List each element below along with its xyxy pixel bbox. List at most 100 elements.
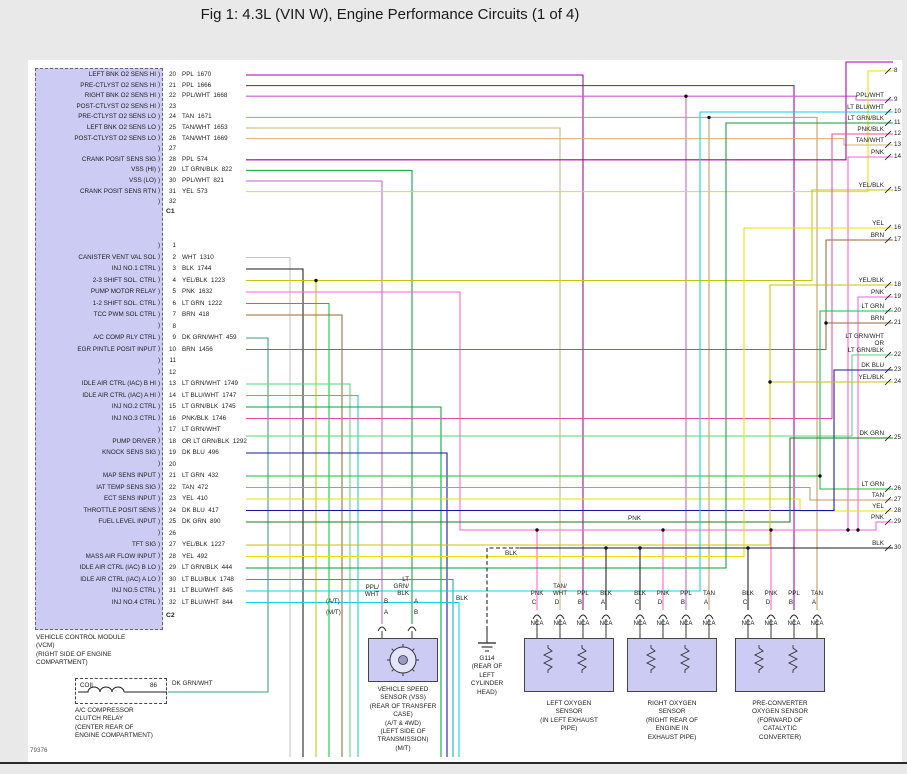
pin-connector-mark: ) (158, 437, 161, 444)
terminal-number: 20 (894, 307, 902, 314)
o2-nca-label: NCA (787, 620, 801, 627)
vcm-wire-label: LT GRN/WHT 1749 (182, 380, 238, 387)
pin-connector-mark: ) (158, 253, 161, 260)
floating-wire-label: BLK (456, 595, 468, 602)
terminal-wire-label: DK BLU (861, 362, 884, 369)
pin-connector-mark: ) (158, 448, 161, 456)
vcm-pin-function: IDLE AIR CTRL (IAC) B HI (81, 380, 156, 387)
pin-connector-mark: ) (158, 586, 161, 594)
floating-wire-label: BLK (505, 550, 517, 557)
vcm-wire-label: LT GRN/WHT (182, 426, 224, 433)
pin-connector-mark: ) (158, 165, 161, 173)
pin-connector-mark: ) (158, 310, 161, 318)
vcm-pin-number: 26 (168, 134, 176, 142)
vcm-pin-number: 21 (168, 472, 176, 479)
terminal-wire-label: LT GRN (861, 481, 884, 488)
vcm-pin-function: KNOCK SENS SIG (102, 449, 156, 456)
floating-wire-label: PNK (628, 515, 641, 522)
terminal-number: 13 (894, 141, 902, 148)
pin-connector-mark: ) (158, 102, 161, 110)
vcm-pin-number: 14 (168, 391, 176, 399)
o2-nca-label: NCA (679, 620, 693, 627)
vcm-pin-number: 32 (168, 198, 176, 206)
vcm-wire-label: WHT 1310 (182, 253, 214, 261)
vcm-wire-label: PNK 1632 (182, 288, 213, 295)
vcm-pin-function: INJ NO.2 CTRL (111, 403, 156, 410)
vcm-wire-label: OR LT GRN/BLK 1292 (182, 437, 247, 445)
pin-connector-mark: ) (158, 81, 161, 89)
vcm-wire-label: YEL/BLK 1227 (182, 541, 226, 548)
vcm-pin-number: 21 (168, 81, 176, 89)
vcm-pin-function: MASS AIR FLOW INPUT (85, 552, 156, 560)
vss-pin-letter: B (414, 609, 419, 616)
vcm-wire-label: LT GRN/BLK 444 (182, 564, 233, 571)
pin-connector-mark: ) (158, 134, 161, 142)
terminal-number: 9 (894, 96, 898, 103)
pin-connector-mark: ) (158, 287, 161, 295)
vcm-wire-label: YEL 573 (182, 187, 208, 195)
vcm-pin-number: 20 (168, 71, 176, 78)
vcm-pin-function: PUMP DRIVER (112, 437, 156, 445)
o2-nca-label: NCA (633, 620, 647, 627)
connector-label: C1 (166, 208, 175, 215)
vcm-pin-function: IAT TEMP SENS SIG (96, 483, 156, 491)
vcm-pin-number: 5 (172, 288, 176, 295)
vcm-pin-number: 29 (168, 166, 176, 174)
vcm-pin-function: ECT SENS INPUT (103, 495, 156, 502)
pin-connector-mark: ) (158, 123, 161, 131)
right-o2-sensor-box (627, 638, 717, 692)
o2-nca-label: NCA (764, 620, 778, 627)
vcm-wire-label: DK GRN 890 (182, 518, 221, 525)
pin-connector-mark: ) (158, 368, 161, 375)
terminal-number: 30 (894, 544, 902, 551)
vcm-pin-number: 25 (168, 124, 176, 131)
o2-nca-label: NCA (702, 620, 716, 627)
vcm-wire-label: PPL 574 (182, 155, 208, 163)
vcm-pin-number: 7 (172, 311, 176, 318)
left-o2-sensor-box (524, 638, 614, 692)
terminal-number: 18 (894, 281, 902, 288)
connector-label: C2 (166, 612, 175, 619)
vcm-module-box (35, 68, 163, 630)
pin-connector-mark: ) (158, 425, 161, 433)
vcm-pin-number: 27 (168, 145, 176, 153)
terminal-number: 8 (894, 67, 898, 74)
vcm-pin-function: TFT SIG (131, 541, 156, 548)
vcm-pin-function: CRANK POSIT SENS SIG (81, 155, 156, 163)
vcm-wire-label: BRN 418 (182, 311, 210, 318)
vcm-pin-number: 13 (168, 380, 176, 387)
vcm-pin-number: 17 (168, 426, 176, 433)
vss-wire-label: LT (402, 576, 409, 583)
terminal-wire-label: BRN (870, 315, 884, 322)
terminal-wire-label: YEL/BLK (858, 277, 884, 284)
vcm-pin-function: IDLE AIR CTRL (IAC) B LO (79, 564, 156, 571)
vcm-pin-function: CANISTER VENT VAL SOL (78, 253, 156, 261)
vcm-pin-number: 31 (168, 587, 176, 594)
o2-pin-letter: D (765, 599, 771, 606)
vcm-pin-number: 22 (168, 483, 176, 491)
pin-connector-mark: ) (158, 322, 161, 329)
vcm-pin-number: 8 (172, 322, 176, 330)
o2-pin-letter: D (554, 599, 560, 606)
terminal-number: 12 (894, 130, 902, 137)
terminal-wire-label: TAN (871, 492, 884, 499)
vcm-pin-number: 26 (168, 529, 176, 537)
vcm-pin-number: 4 (172, 276, 176, 284)
vcm-pin-number: 10 (168, 345, 176, 353)
terminal-number: 17 (894, 236, 902, 243)
vcm-pin-function: FUEL LEVEL INPUT (98, 518, 156, 525)
vcm-pin-function: PRE-CTLYST O2 SENS HI (80, 81, 156, 89)
pin-connector-mark: ) (158, 379, 161, 387)
vcm-pin-function: CRANK POSIT SENS RTN (79, 187, 156, 195)
vcm-pin-function: MAP SENS INPUT (102, 472, 156, 479)
terminal-wire-label: PNK (871, 289, 884, 296)
o2-pin-letter: C (742, 599, 748, 606)
o2-wire-label: BLK (600, 589, 612, 597)
vcm-pin-function: 2-3 SHIFT SOL. CTRL (92, 276, 156, 284)
pin-connector-mark: ) (158, 356, 161, 364)
pin-connector-mark: ) (158, 529, 161, 536)
vcm-wire-label: LT BLU/BLK 1748 (182, 575, 234, 583)
vss-config-label: (A/T) (326, 598, 340, 605)
pin-connector-mark: ) (158, 197, 161, 205)
